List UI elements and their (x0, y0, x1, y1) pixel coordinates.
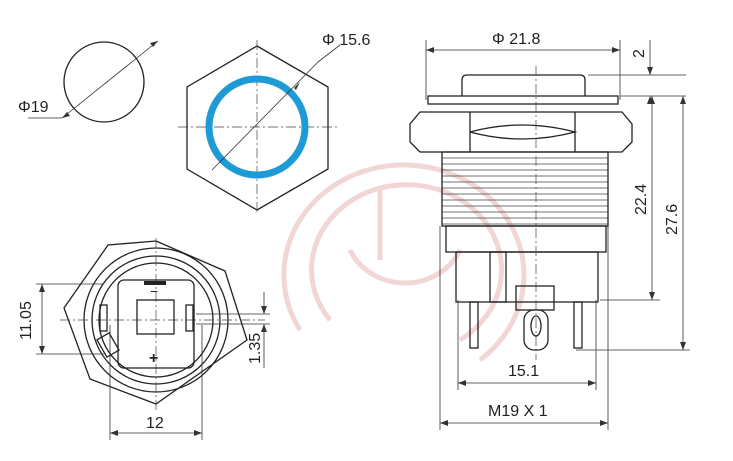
hex-front-view: Φ 15.6 (178, 32, 370, 215)
push-cap (461, 74, 586, 96)
face-diameter-label: Φ19 (18, 99, 49, 116)
thread-height-label: 22.4 (633, 184, 650, 215)
bottom-hex-outline (63, 240, 248, 405)
plus-symbol: + (149, 350, 158, 367)
terminal-left (469, 301, 479, 349)
terminal-right (573, 301, 583, 349)
bottom-width-label: 12 (146, 415, 164, 432)
bottom-height-label: 11.05 (18, 301, 35, 340)
pin-offset-label: 1.35 (247, 333, 264, 364)
minus-symbol: − (150, 283, 158, 299)
switch-base (455, 251, 599, 303)
ring-diameter-label: Φ 15.6 (322, 32, 370, 49)
watermark-logo (281, 162, 527, 362)
thread-body (442, 157, 608, 225)
terminal-housing (117, 279, 195, 369)
pin-minus (144, 281, 166, 285)
terminal-span-label: 15.1 (508, 363, 539, 380)
face-circle (63, 41, 145, 123)
bottom-view: − + 11.05 1.35 12 (18, 238, 270, 440)
head-height-label: 2 (631, 49, 648, 58)
led-ring (205, 75, 309, 179)
face-view: Φ19 (18, 40, 159, 123)
side-view: Φ 21.8 2 22.4 27.6 15.1 M19 X 1 (409, 31, 690, 430)
led-chip (136, 299, 175, 335)
thread-spec-label: M19 X 1 (488, 403, 548, 420)
hex-nut-side (409, 111, 633, 153)
total-height-label: 27.6 (664, 204, 681, 235)
nut-diameter-label: Φ 21.8 (492, 31, 540, 48)
